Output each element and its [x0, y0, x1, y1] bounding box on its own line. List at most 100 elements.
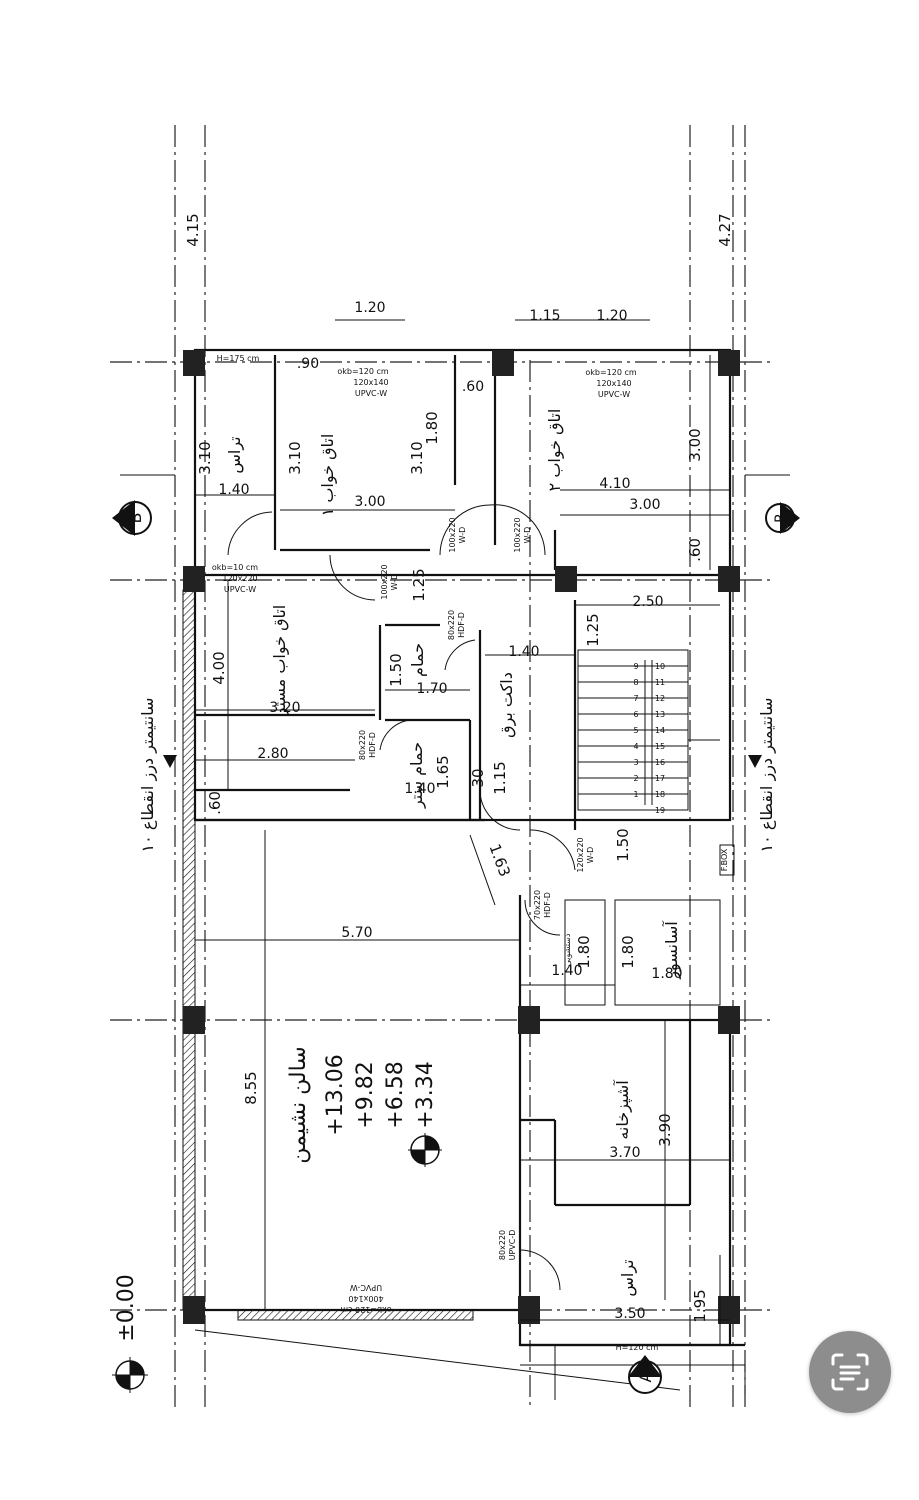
level-13-06: +13.06 [323, 1054, 348, 1135]
dim-1-40-b: 1.40 [508, 644, 539, 660]
dim-4-10: 4.10 [599, 476, 630, 492]
dim-4-27: 4.27 [716, 213, 734, 246]
room-master-bedroom: اتاق خواب مستر [270, 605, 290, 717]
door-4-size: 80x220 [447, 610, 456, 640]
text-scan-button[interactable] [809, 1331, 891, 1413]
dim-4-00: 4.00 [210, 651, 228, 684]
dim-1-80-a: 1.80 [423, 411, 441, 444]
window-bedroom2-okb: okb=120 cm [585, 368, 637, 377]
dim-1-15: 1.15 [529, 308, 560, 324]
window-terrace-height: H=175 cm [217, 354, 260, 363]
door-swings [227, 504, 576, 1291]
expansion-joint-arrow-left [163, 755, 177, 768]
dim-1-95: 1.95 [691, 1289, 709, 1322]
dim-1-20-a: 1.20 [354, 300, 385, 316]
axis-label-b: B [126, 513, 145, 524]
structural-columns [183, 350, 740, 1324]
door-8-size: 80x220 [498, 1230, 507, 1260]
dim-1-15-b: 1.15 [491, 761, 509, 794]
room-toilet: دستشویی [563, 933, 572, 966]
room-terrace-bottom: تراس [618, 1259, 638, 1296]
dim-2-50: 2.50 [632, 594, 663, 610]
door-2-type: W-D [523, 527, 532, 544]
stair-step: 10 [655, 662, 665, 671]
room-electric-duct: داکت برق [497, 672, 517, 738]
stair-step: 19 [655, 806, 665, 815]
stair-step: 4 [633, 742, 638, 751]
dim-1-25-a: 1.25 [410, 568, 428, 601]
dim-3-70: 3.70 [609, 1145, 640, 1161]
expansion-joint-arrow-right [748, 755, 762, 768]
dim-1-40-a: 1.40 [218, 482, 249, 498]
dim-1-65: 1.65 [434, 755, 452, 788]
dim-2-80: 2.80 [257, 746, 288, 762]
door-4-type: HDF-D [457, 612, 466, 638]
room-bath: حمام [408, 643, 427, 677]
dim-1-25-b: 1.25 [584, 613, 602, 646]
label-expansion-joint-right: ۱۰ سانتیمتر درز انقطاع [757, 698, 777, 853]
stair-step: 2 [633, 774, 638, 783]
level-marker-ground [112, 1357, 148, 1393]
dim-1-40-d: 1.40 [551, 963, 582, 979]
stair-step-numbers: 1 2 3 4 5 6 7 8 9 19 18 17 16 15 14 13 1… [633, 662, 665, 815]
door-6-type: W-D [586, 847, 595, 864]
level-3-34: +3.34 [413, 1061, 438, 1128]
window-bottom-height: H=120 cm [616, 1343, 659, 1352]
stair-step: 5 [633, 726, 638, 735]
dim-0-60-a: .60 [462, 379, 484, 395]
door-1-size: 100x220 [448, 517, 457, 552]
walls [182, 348, 746, 1395]
axis-label-r: R [773, 513, 789, 523]
label-expansion-joint-left: ۱۰ سانتیمتر درز انقطاع [138, 698, 158, 853]
stair-step: 9 [633, 662, 638, 671]
level-marker-living [408, 1133, 442, 1167]
stair-step: 1 [633, 790, 638, 799]
dim-1-50-a: 1.50 [387, 653, 405, 686]
dim-1-70: 1.70 [416, 681, 447, 697]
window-living-type: UPVC-W [350, 1283, 382, 1292]
dim-3-10-c: 3.10 [408, 441, 426, 474]
stair-step: 14 [655, 726, 665, 735]
dim-1-80-b: 1.80 [575, 935, 593, 968]
window-master-size: 120x220 [222, 574, 257, 583]
dim-1-50-b: 1.50 [614, 828, 632, 861]
door-5-type: HDF-D [368, 732, 377, 758]
dim-3-10-b: 3.10 [286, 441, 304, 474]
door-2-size: 100x220 [513, 517, 522, 552]
dim-1-63: 1.63 [486, 842, 514, 880]
door-3-type: W-D [390, 574, 399, 591]
dim-0-60-b: .60 [686, 538, 704, 562]
dim-0-90: .90 [297, 356, 319, 372]
dim-3-00-b: 3.00 [629, 497, 660, 513]
door-5-size: 80x220 [358, 730, 367, 760]
level-9-82: +9.82 [353, 1061, 378, 1128]
stair-step: 8 [633, 678, 638, 687]
room-terrace-top: تراس [225, 436, 245, 473]
axis-label-a: A [636, 1371, 655, 1382]
fire-box-label: F.BOX [720, 848, 729, 871]
dim-1-80-d: 1.80 [651, 966, 682, 982]
dim-3-10-a: 3.10 [196, 441, 214, 474]
stair-step: 18 [655, 790, 665, 799]
dim-4-15: 4.15 [184, 213, 202, 246]
room-elevator: آسانسور [662, 920, 682, 980]
dim-3-20: 3.20 [269, 700, 300, 716]
door-6-size: 120x220 [576, 837, 585, 872]
window-bedroom2-size: 120x140 [596, 379, 631, 388]
door-7-size: 70x220 [533, 890, 542, 920]
stair-step: 6 [633, 710, 638, 719]
stair-step: 7 [633, 694, 638, 703]
window-master-okb: okb=10 cm [212, 563, 258, 572]
dim-1-80-c: 1.80 [619, 935, 637, 968]
window-bedroom1-type: UPVC-W [355, 389, 387, 398]
rotated-text-layer: 4.15 4.27 1.20 1.15 1.20 .90 .60 1.80 3.… [114, 213, 777, 1352]
dim-30: 30 [469, 768, 487, 787]
window-living-size: 400x140 [348, 1294, 383, 1303]
window-bedroom2-type: UPVC-W [598, 390, 630, 399]
door-7-type: HDF-D [543, 892, 552, 918]
room-master-bath: حمام ستر [407, 742, 427, 809]
room-kitchen: آشپزخانه [613, 1079, 633, 1140]
dim-3-00-a: 3.00 [354, 494, 385, 510]
dim-3-00-c: 3.00 [686, 428, 704, 461]
